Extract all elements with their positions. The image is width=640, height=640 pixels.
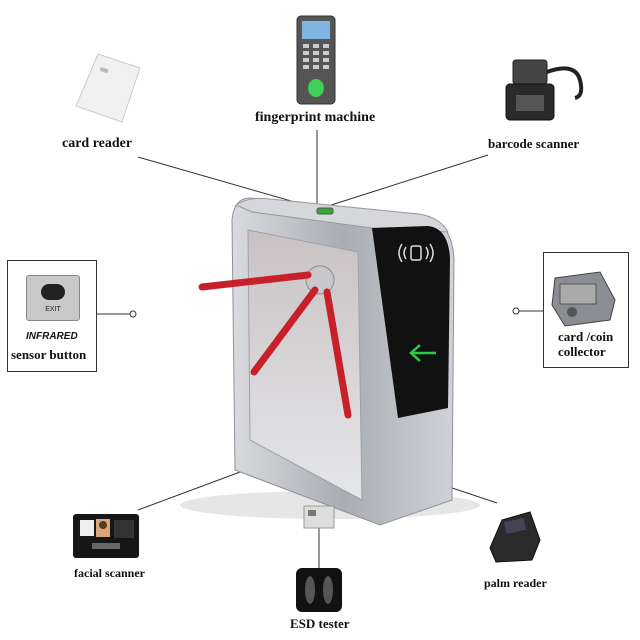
- green-arrow-icon: [409, 344, 436, 362]
- turnstile-arm-down: [323, 288, 352, 419]
- facial-scanner-device: [73, 514, 139, 558]
- infrared-label: INFRARED: [26, 331, 78, 342]
- infrared-sensor-box: EXIT INFRARED sensor button: [7, 260, 97, 372]
- card-coin-label-line2: collector: [558, 344, 606, 359]
- rfid-icon: [398, 243, 434, 263]
- barcode-scanner-device: [505, 59, 584, 121]
- fingerprint-machine-device: [296, 15, 336, 105]
- exit-text: EXIT: [45, 306, 61, 313]
- facial-scanner-label: facial scanner: [74, 566, 145, 580]
- esd-tester-device: [296, 505, 342, 612]
- turnstile-arm-down-left: [250, 286, 319, 376]
- sensor-button-label: sensor button: [11, 347, 87, 362]
- connector-dot-left: [129, 310, 137, 318]
- palm-reader-device: [489, 511, 541, 563]
- exit-button-icon: EXIT: [26, 275, 80, 321]
- connector-dot-right: [512, 307, 520, 315]
- fingerprint-machine-label: fingerprint machine: [255, 110, 376, 125]
- barcode-scanner-label: barcode scanner: [488, 136, 580, 151]
- black-display-panel: [372, 226, 450, 418]
- card-coin-label-line1: card /coin: [558, 329, 614, 344]
- card-coin-collector-box: card /coin collector: [543, 252, 629, 368]
- top-sensor-slot: [316, 207, 334, 215]
- card-coin-collector-device: [551, 271, 616, 327]
- palm-reader-label: palm reader: [484, 576, 547, 590]
- card-reader-label: card reader: [62, 136, 133, 151]
- turnstile-arm-left: [198, 271, 312, 291]
- esd-tester-label: ESD tester: [290, 616, 350, 631]
- card-reader-device: [75, 53, 141, 123]
- tripod-turnstile: [180, 197, 480, 526]
